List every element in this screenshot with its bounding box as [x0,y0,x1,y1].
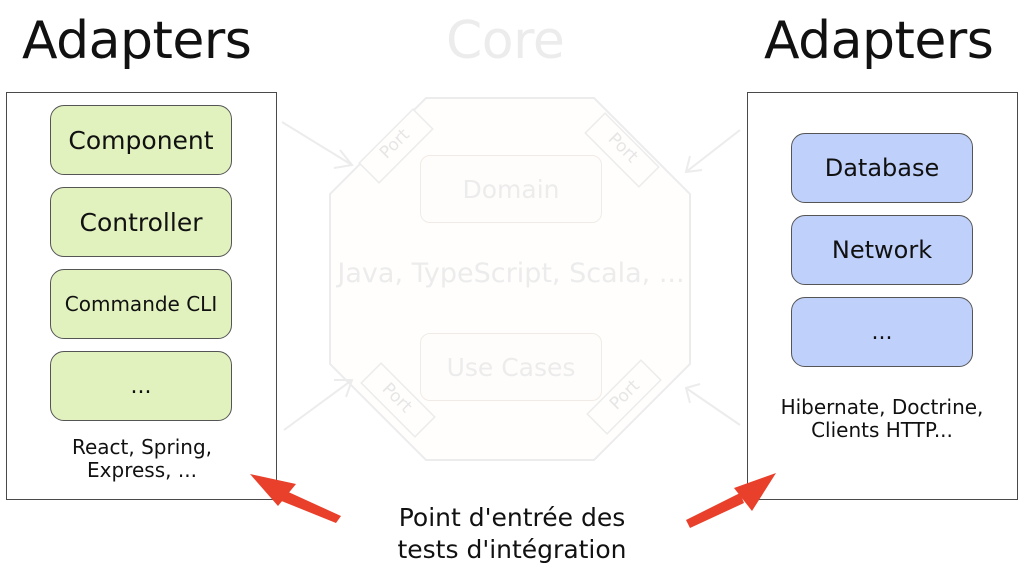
adapter-controller-label: Controller [79,207,203,237]
port-tabs [358,108,662,438]
faint-inbound-arrows [281,121,741,431]
core-title: Core [446,11,565,71]
left-caption-line1: React, Spring, [71,435,212,459]
adapter-database: Database [791,133,973,203]
annotation-line1: Point d'entrée des [398,503,626,532]
core-domain-box: Domain [420,155,602,223]
annotation-line2: tests d'intégration [397,535,627,564]
arrow-to-right-adapters [686,473,776,528]
right-adapters-title: Adapters [764,11,994,71]
adapter-left-more: ... [50,351,232,421]
adapter-network-label: Network [831,236,933,264]
adapter-database-label: Database [824,154,940,182]
right-caption-line1: Hibernate, Doctrine, [780,395,984,419]
adapter-controller: Controller [50,187,232,257]
adapter-commande-cli-label: Commande CLI [64,292,218,316]
core-use-cases-box: Use Cases [420,333,602,401]
adapter-right-more: ... [791,297,973,367]
adapter-network: Network [791,215,973,285]
left-caption-line2: Express, ... [87,458,197,482]
right-adapters-caption: Hibernate, Doctrine, Clients HTTP... [757,396,1007,442]
adapter-component-label: Component [68,125,214,155]
adapter-component: Component [50,105,232,175]
right-caption-line2: Clients HTTP... [811,418,953,442]
left-adapters-title: Adapters [22,11,252,71]
core-domain-label: Domain [462,174,560,204]
core-languages: Java, TypeScript, Scala, ... [337,258,685,289]
arrow-to-left-adapters [250,474,341,523]
adapter-right-more-label: ... [871,319,893,345]
adapter-commande-cli: Commande CLI [50,269,232,339]
core-use-cases-label: Use Cases [446,352,576,382]
integration-tests-annotation: Point d'entrée des tests d'intégration [340,502,684,566]
left-adapters-caption: React, Spring, Express, ... [30,436,254,482]
adapter-left-more-label: ... [130,373,152,399]
